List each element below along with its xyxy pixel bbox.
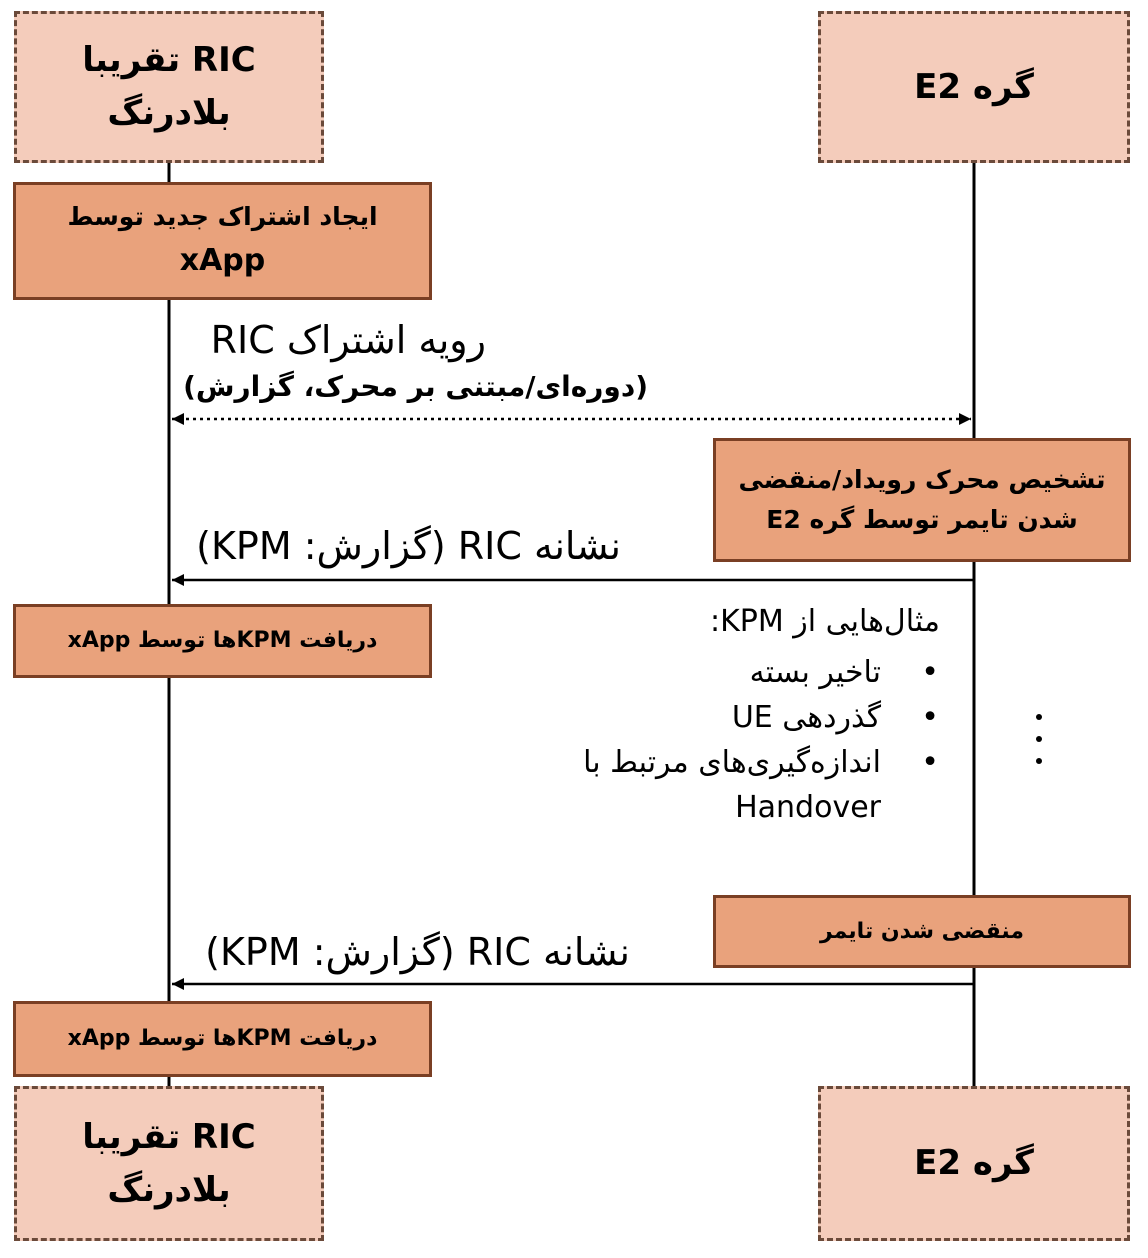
- e2-actor-top: گره E2: [818, 11, 1130, 163]
- receive-kpm-box-1: دریافت KPMها توسط xApp: [13, 604, 432, 678]
- detect-trigger-box: تشخیص محرک رویداد/منقضی شدن تایمر توسط گ…: [713, 438, 1131, 562]
- e2-actor-bottom: گره E2: [818, 1086, 1130, 1241]
- create-subscription-line2: xApp: [179, 243, 266, 278]
- timer-expiry-line: منقضی شدن تایمر: [819, 918, 1025, 944]
- ric-actor-line2: بلادرنگ: [107, 93, 231, 133]
- create-subscription-box: ایجاد اشتراک جدید توسط xApp: [13, 182, 432, 300]
- ric-actor-bottom: RIC تقریبا بلادرنگ: [14, 1086, 324, 1241]
- kpm-example-item: گذردهی UE: [583, 695, 939, 740]
- e2-actor-line1: گره E2: [914, 66, 1034, 107]
- create-subscription-line1: ایجاد اشتراک جدید توسط: [67, 202, 378, 231]
- kpm-example-item: اندازه‌گیری‌های مرتبط با: [583, 740, 939, 785]
- kpm-example-continuation: Handover: [735, 790, 881, 825]
- kpm-example-item: تاخیر بسته: [583, 650, 939, 695]
- subscription-procedure-label: رویه اشتراک RIC: [210, 318, 486, 362]
- kpm-examples-list: تاخیر بسته گذردهی UE اندازه‌گیری‌های مرت…: [583, 650, 939, 830]
- ric-actor-line2: بلادرنگ: [107, 1169, 231, 1210]
- ric-actor-line1: RIC تقریبا: [82, 1116, 256, 1157]
- timer-expiry-box: منقضی شدن تایمر: [713, 895, 1131, 968]
- ric-actor-top: RIC تقریبا بلادرنگ: [14, 11, 324, 163]
- ellipsis-dot: [1036, 758, 1042, 764]
- kpm-examples-heading: مثال‌هایی از KPM:: [709, 604, 940, 639]
- detect-trigger-line2: شدن تایمر توسط گره E2: [766, 505, 1078, 534]
- detect-trigger-line1: تشخیص محرک رویداد/منقضی: [738, 465, 1106, 494]
- e2-actor-line1: گره E2: [914, 1143, 1034, 1184]
- receive-kpm-box-2: دریافت KPMها توسط xApp: [13, 1001, 432, 1077]
- ric-indication-label-1: نشانه RIC (گزارش: KPM): [196, 524, 621, 568]
- receive-kpm-line-2: دریافت KPMها توسط xApp: [67, 1026, 378, 1052]
- ellipsis-dot: [1036, 736, 1042, 742]
- subscription-procedure-sublabel: (دوره‌ای/مبتنی بر محرک، گزارش): [183, 370, 648, 403]
- ric-actor-line1: RIC تقریبا: [82, 40, 256, 81]
- ric-indication-label-2: نشانه RIC (گزارش: KPM): [205, 930, 630, 974]
- ellipsis-dot: [1036, 714, 1042, 720]
- receive-kpm-line-1: دریافت KPMها توسط xApp: [67, 628, 378, 654]
